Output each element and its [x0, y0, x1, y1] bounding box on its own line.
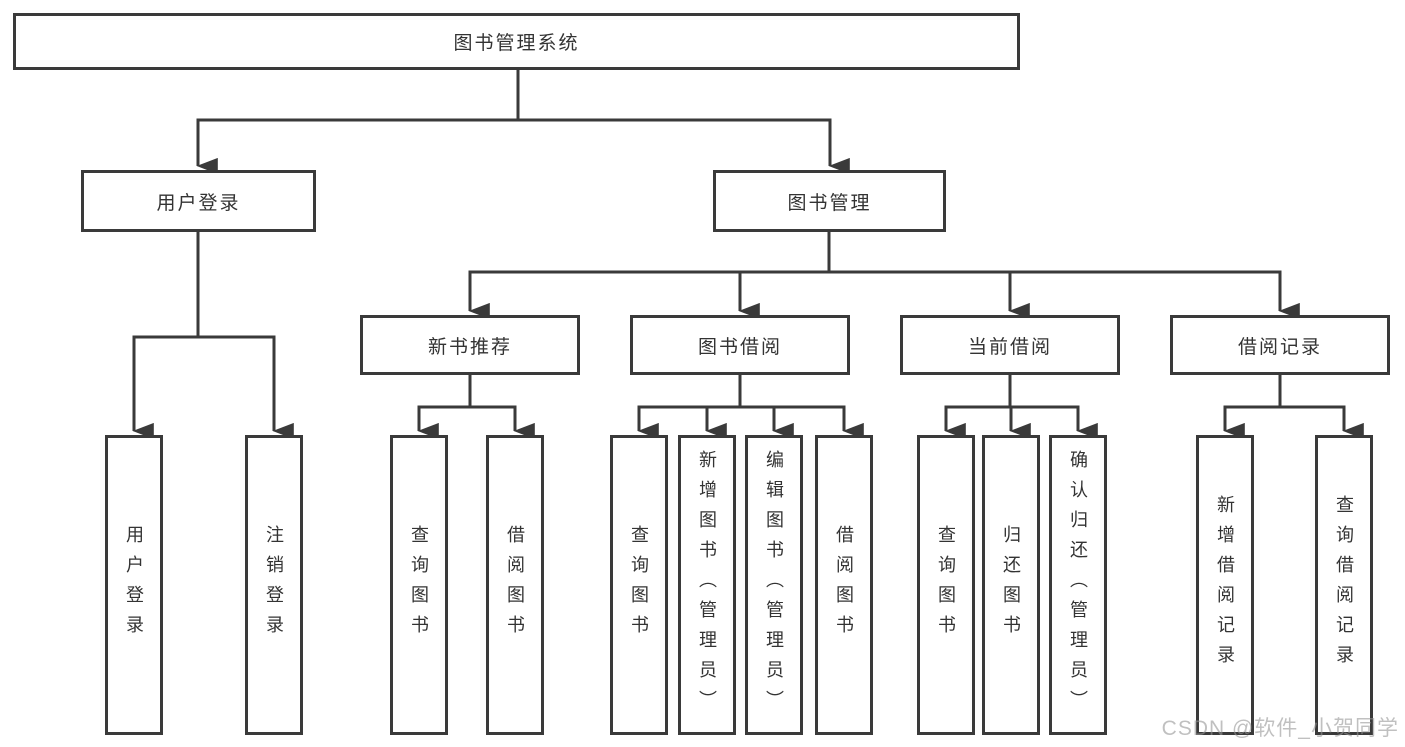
leaf-label: 注销登录	[264, 525, 284, 645]
leaf-confirm-return-admin: 确认归还（管理员）	[1049, 435, 1107, 735]
leaf-label: 归还图书	[1001, 525, 1021, 645]
leaf-label: 查询借阅记录	[1334, 495, 1354, 675]
leaf-logout: 注销登录	[245, 435, 303, 735]
leaf-add-borrow-record: 新增借阅记录	[1196, 435, 1254, 735]
leaf-label: 借阅图书	[834, 525, 854, 645]
node-label: 图书管理	[787, 192, 872, 214]
leaf-user-login: 用户登录	[105, 435, 163, 735]
node-new-book-recommend: 新书推荐	[360, 315, 580, 375]
leaf-query-books: 查询图书	[610, 435, 668, 735]
node-label: 当前借阅	[967, 336, 1052, 358]
node-borrow-record: 借阅记录	[1170, 315, 1390, 375]
node-label: 图书管理系统	[453, 33, 580, 54]
leaf-label: 用户登录	[124, 525, 144, 645]
node-label: 图书借阅	[697, 336, 782, 358]
node-label: 用户登录	[156, 192, 241, 214]
csdn-watermark: CSDN @软件_小贺同学	[1161, 717, 1399, 740]
leaf-label: 借阅图书	[505, 525, 525, 645]
node-user-login: 用户登录	[81, 170, 316, 232]
node-library-system: 图书管理系统	[13, 13, 1020, 70]
leaf-label: 新增图书（管理员）	[697, 450, 717, 720]
leaf-query-borrow-record: 查询借阅记录	[1315, 435, 1373, 735]
leaf-add-books-admin: 新增图书（管理员）	[678, 435, 736, 735]
leaf-label: 新增借阅记录	[1215, 495, 1235, 675]
leaf-label: 确认归还（管理员）	[1068, 450, 1088, 720]
leaf-edit-books-admin: 编辑图书（管理员）	[745, 435, 803, 735]
node-book-borrow: 图书借阅	[630, 315, 850, 375]
leaf-label: 编辑图书（管理员）	[764, 450, 784, 720]
node-current-borrow: 当前借阅	[900, 315, 1120, 375]
leaf-label: 查询图书	[629, 525, 649, 645]
node-book-management: 图书管理	[713, 170, 946, 232]
leaf-query-books: 查询图书	[917, 435, 975, 735]
leaf-borrow-books: 借阅图书	[486, 435, 544, 735]
node-label: 借阅记录	[1237, 336, 1322, 358]
leaf-query-books: 查询图书	[390, 435, 448, 735]
leaf-borrow-books: 借阅图书	[815, 435, 873, 735]
leaf-return-books: 归还图书	[982, 435, 1040, 735]
leaf-label: 查询图书	[409, 525, 429, 645]
node-label: 新书推荐	[427, 336, 512, 358]
leaf-label: 查询图书	[936, 525, 956, 645]
